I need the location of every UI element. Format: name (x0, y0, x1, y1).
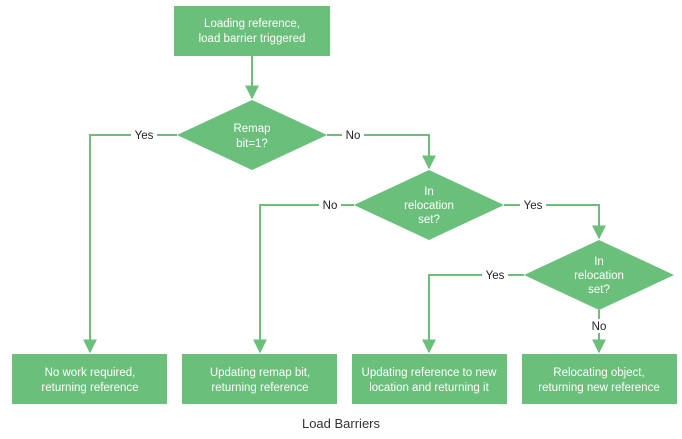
edge-reloc2-yes (422, 274, 524, 354)
relocation-decision-2 (524, 240, 674, 310)
reloc2-line-3: set? (588, 284, 610, 296)
start-node-line-1: Loading reference, (204, 18, 300, 30)
update-reference-line-2: location and returning it (369, 382, 489, 394)
edge-remap-yes (83, 134, 177, 354)
relocating-line-2: returning new reference (538, 382, 659, 394)
start-node-line-2: load barrier triggered (199, 33, 306, 45)
reloc1-line-2: relocation (404, 200, 454, 212)
no-work-line-2: returning reference (41, 382, 138, 394)
update-remap-line-1: Updating remap bit, (210, 367, 310, 379)
update-remap-line-2: returning reference (211, 382, 308, 394)
remap-line-1: Remap (233, 123, 270, 135)
edge-label-reloc1-no: No (323, 200, 338, 212)
update-remap-node (182, 354, 337, 404)
remap-line-2: bit=1? (236, 138, 268, 150)
start-node (174, 6, 330, 56)
update-reference-line-1: Updating reference to new (362, 367, 498, 379)
update-reference-node (352, 354, 507, 404)
edge-label-reloc1-yes: Yes (524, 200, 543, 212)
edge-label-remap-no: No (346, 130, 361, 142)
reloc2-line-2: relocation (574, 270, 624, 282)
edge-label-reloc2-no: No (592, 321, 607, 333)
relocating-node (522, 354, 677, 404)
edge-label-reloc2-yes: Yes (486, 270, 505, 282)
edge-reloc1-yes (504, 204, 606, 240)
reloc1-line-1: In (424, 186, 434, 198)
remap-decision (177, 100, 327, 170)
edge-reloc1-no (253, 204, 354, 354)
relocation-decision-1 (354, 170, 504, 240)
reloc2-line-1: In (594, 256, 604, 268)
reloc1-line-3: set? (418, 214, 440, 226)
edge-label-remap-yes: Yes (135, 130, 154, 142)
no-work-line-1: No work required, (45, 367, 136, 379)
diagram-caption: Load Barriers (301, 416, 381, 431)
no-work-node (12, 354, 167, 404)
relocating-line-1: Relocating object, (553, 367, 644, 379)
